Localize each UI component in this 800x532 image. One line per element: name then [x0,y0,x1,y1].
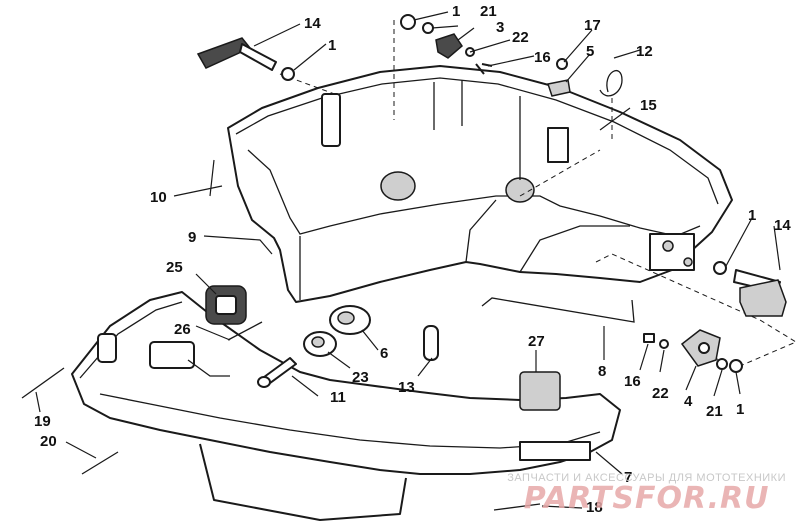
callout-label: 27 [528,333,545,350]
callout-label: 16 [624,373,641,390]
callout-label: 18 [586,499,603,516]
callout-label: 26 [174,321,191,338]
callout-label: 22 [652,385,669,402]
bolt-18 [493,503,541,511]
callout-label: 6 [380,345,388,362]
callout-label: 17 [584,17,601,34]
bushing-23 [303,331,337,357]
callout-label: 21 [706,403,723,420]
callout-label: 9 [188,229,196,246]
bushing-6 [329,305,371,335]
callout-label: 8 [598,363,606,380]
small-hardware-top [400,14,623,97]
callout-label: 7 [624,469,632,486]
callout-label: 10 [150,189,167,206]
plate-27 [519,371,561,411]
bolt-11 [257,357,297,388]
callout-label: 12 [636,43,653,60]
bolt-19 [21,367,65,399]
callout-label: 20 [40,433,57,450]
callout-label: 14 [304,15,321,32]
callout-label: 14 [774,217,791,234]
callout-label: 23 [352,369,369,386]
callout-label: 1 [736,401,744,418]
rod-8 [481,297,635,323]
callout-label: 19 [34,413,51,430]
callout-label: 3 [496,19,504,36]
callout-label: 22 [512,29,529,46]
grommet-25 [205,285,247,325]
callout-numbers: 14 1 1 21 3 22 16 17 5 12 15 10 9 1 14 2… [34,3,791,516]
callout-label: 13 [398,379,415,396]
callout-label: 1 [748,207,756,224]
callout-label: 1 [452,3,460,20]
callout-label: 4 [684,393,693,410]
pin-26 [227,321,263,341]
bolt-20 [81,451,119,475]
callout-label: 15 [640,97,657,114]
leader-lines [35,11,781,509]
callout-label: 21 [480,3,497,20]
callout-label: 5 [586,43,594,60]
callout-label: 11 [330,389,346,406]
handle-14-top [196,37,295,81]
callout-label: 25 [166,259,183,276]
latch-4 [680,329,721,367]
callout-label: 1 [328,37,336,54]
lower-motor-cover [71,291,621,521]
handle-14-right [713,261,787,317]
callout-label: 16 [534,49,551,66]
strip-13 [423,325,439,361]
